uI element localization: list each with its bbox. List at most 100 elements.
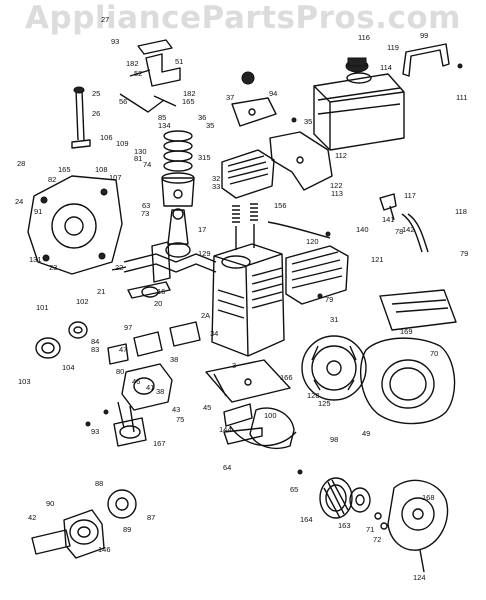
callout-20: 20	[154, 299, 162, 308]
callout-21: 21	[97, 287, 105, 296]
callout-49: 49	[362, 429, 370, 438]
callout-134: 134	[158, 121, 171, 130]
callout-113: 113	[331, 189, 343, 198]
callout-28: 28	[17, 159, 25, 168]
bottom-plate	[229, 425, 297, 447]
dipstick-tube	[71, 86, 91, 149]
callout-79: 79	[325, 295, 333, 304]
callout-93: 93	[91, 427, 99, 436]
callout-31: 31	[330, 315, 338, 324]
callout-108: 108	[95, 165, 108, 174]
callout-35: 35	[206, 121, 214, 130]
connecting-rod	[165, 208, 191, 258]
callout-90: 90	[46, 499, 54, 508]
callout-63: 63	[142, 201, 150, 210]
valve-springs	[232, 203, 258, 250]
oil-seals	[35, 321, 88, 359]
callout-56: 56	[119, 97, 127, 106]
callout-114: 114	[380, 63, 392, 72]
callout-119: 119	[387, 43, 399, 52]
callout-89: 89	[123, 525, 131, 534]
bolts	[85, 63, 463, 475]
callout-51: 51	[175, 57, 183, 66]
callout-52: 52	[134, 69, 142, 78]
flywheel	[301, 335, 367, 401]
piston-rings	[163, 130, 193, 172]
callout-81: 81	[134, 154, 142, 163]
head-shroud	[269, 131, 333, 191]
callout-112: 112	[335, 151, 347, 160]
callout-104: 104	[62, 363, 75, 372]
callout-38: 38	[170, 355, 178, 364]
callout-45: 45	[203, 403, 211, 412]
callout-42: 42	[28, 513, 36, 522]
callout-71: 71	[366, 525, 374, 534]
callout-87: 87	[147, 513, 155, 522]
callout-35: 35	[304, 117, 312, 126]
callout-97: 97	[124, 323, 132, 332]
callout-83: 83	[91, 345, 99, 354]
callout-103: 103	[18, 377, 31, 386]
callout-24: 24	[15, 197, 23, 206]
tank-strap	[402, 43, 450, 77]
callout-98: 98	[330, 435, 338, 444]
callout-36: 36	[198, 113, 206, 122]
callout-166: 166	[280, 373, 293, 382]
callout-156: 156	[274, 201, 287, 210]
callout-34: 34	[210, 329, 218, 338]
throttle-bracket	[231, 71, 277, 127]
callout-33: 33	[212, 182, 220, 191]
callout-167: 167	[153, 439, 166, 448]
float-bowl	[113, 417, 147, 447]
callout-102: 102	[76, 297, 89, 306]
air-filter-element	[379, 289, 457, 331]
callout-315: 315	[198, 153, 211, 162]
callout-117: 117	[404, 191, 416, 200]
callout-122: 122	[330, 181, 343, 190]
callout-16: 16	[157, 287, 165, 296]
callout-74: 74	[143, 160, 151, 169]
callout-165: 165	[58, 165, 71, 174]
callout-25: 25	[92, 89, 100, 98]
crankcase-cover	[27, 175, 123, 275]
callout-72: 72	[373, 535, 381, 544]
callout-80: 80	[116, 367, 124, 376]
callout-17: 17	[198, 225, 206, 234]
callout-100: 100	[264, 411, 277, 420]
callout-2A: 2A	[201, 311, 210, 320]
recoil-starter	[387, 479, 449, 573]
fuel-cap	[345, 57, 372, 84]
crankshaft	[111, 241, 217, 283]
callout-23: 23	[49, 263, 57, 272]
callout-93: 93	[111, 37, 119, 46]
callout-32: 32	[212, 174, 220, 183]
callout-22: 22	[115, 263, 123, 272]
callout-3: 3	[232, 361, 236, 370]
callout-121: 121	[371, 255, 384, 264]
callout-182: 182	[183, 89, 196, 98]
callout-146: 146	[98, 545, 111, 554]
air-shroud	[249, 407, 295, 450]
lower-cover	[223, 427, 263, 445]
callout-94: 94	[269, 89, 277, 98]
governor-rod	[119, 93, 177, 113]
callout-85: 85	[158, 113, 166, 122]
callout-88: 88	[95, 479, 103, 488]
starter-screen	[319, 477, 353, 519]
callout-75: 75	[176, 415, 184, 424]
callout-26: 26	[92, 109, 100, 118]
callout-118: 118	[455, 207, 467, 216]
callout-120: 120	[306, 237, 319, 246]
callout-78: 78	[395, 227, 403, 236]
base-plate	[205, 359, 291, 403]
top-bracket	[129, 39, 181, 87]
callout-46: 46	[132, 377, 140, 386]
callout-37: 37	[226, 93, 234, 102]
callout-141: 141	[382, 215, 395, 224]
fuel-line	[267, 213, 429, 253]
engine-block	[211, 243, 285, 357]
callout-47: 47	[119, 345, 127, 354]
callout-144: 144	[219, 425, 232, 434]
callout-43: 43	[172, 405, 180, 414]
